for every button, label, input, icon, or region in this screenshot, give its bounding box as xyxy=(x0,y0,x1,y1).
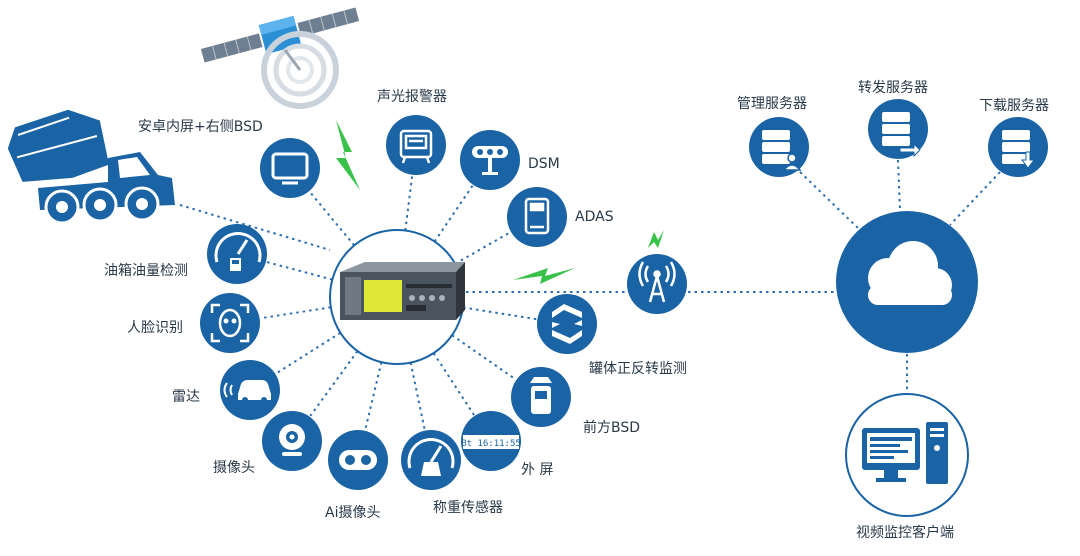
bolt-icon xyxy=(513,268,575,284)
label-ext-screen: 外 屏 xyxy=(521,462,554,478)
adas-node xyxy=(507,187,567,247)
bolt-icon xyxy=(336,120,360,190)
weight-node xyxy=(401,430,461,490)
download-server-node xyxy=(988,117,1048,177)
label-download-server: 下载服务器 xyxy=(979,98,1049,114)
link-mgmt xyxy=(799,171,861,231)
cloud-node xyxy=(836,211,978,353)
label-client: 视频监控客户端 xyxy=(856,525,954,541)
dsm-camera-icon xyxy=(472,146,508,175)
signal-tower-node xyxy=(627,254,687,314)
link-weight xyxy=(409,362,426,430)
client-node xyxy=(845,393,969,517)
link-camera xyxy=(309,350,359,417)
cloud-icon xyxy=(868,241,952,305)
link-radar xyxy=(275,331,341,375)
satellite-icon xyxy=(200,7,360,109)
weight-gauge-icon xyxy=(407,437,455,476)
face-node xyxy=(200,293,260,353)
label-drum: 罐体正反转监测 xyxy=(589,361,687,377)
alarm-node xyxy=(386,115,446,175)
wireless-bolt-icons xyxy=(336,120,664,284)
label-alarm: 声光报警器 xyxy=(377,89,447,105)
radar-node xyxy=(220,360,280,420)
bsd-camera-icon xyxy=(530,377,552,414)
alarm-speaker-icon xyxy=(399,129,433,164)
dvr-device-icon xyxy=(340,262,465,320)
link-adas xyxy=(454,231,511,265)
led-display-icon: Bt 16:11:55 xyxy=(461,435,521,449)
front-bsd-node xyxy=(511,367,571,427)
dsm-node xyxy=(460,130,520,190)
bolt-icon xyxy=(648,230,664,248)
mgmt-server-node xyxy=(749,117,809,177)
label-relay-server: 转发服务器 xyxy=(858,80,928,96)
drum-node xyxy=(537,294,597,354)
link-front-bsd xyxy=(451,334,517,381)
signal-tower-icon xyxy=(638,261,676,303)
face-recognition-icon xyxy=(210,303,250,343)
label-android-screen: 安卓内屏+右侧BSD xyxy=(138,119,263,135)
camera-node xyxy=(262,411,322,471)
link-drum xyxy=(463,306,537,321)
label-adas: ADAS xyxy=(575,209,614,225)
link-relay xyxy=(897,159,901,211)
connection-lines xyxy=(179,159,1001,431)
link-fuel xyxy=(266,261,333,281)
fuel-node xyxy=(207,224,267,284)
link-ai-camera xyxy=(364,361,383,431)
fuel-gauge-icon xyxy=(214,231,262,271)
led-display-text: Bt 16:11:55 xyxy=(461,439,521,449)
label-weight: 称重传感器 xyxy=(433,500,503,516)
ai-camera-node xyxy=(328,430,388,490)
rotation-arrows-icon xyxy=(552,304,582,344)
adas-camera-icon xyxy=(524,197,550,235)
link-dsm xyxy=(433,185,474,243)
ext-screen-node: Bt 16:11:55 xyxy=(461,411,521,471)
ai-camera-icon xyxy=(339,450,377,470)
server-arrows-icon xyxy=(882,112,921,158)
label-radar: 雷达 xyxy=(172,389,200,405)
link-download xyxy=(949,171,1001,226)
radar-car-icon xyxy=(223,380,271,403)
mixer-truck-icon xyxy=(7,109,175,225)
label-front-bsd: 前方BSD xyxy=(583,420,641,436)
label-face: 人脸识别 xyxy=(127,320,183,336)
label-dsm: DSM xyxy=(528,156,560,172)
relay-server-node xyxy=(868,99,928,159)
webcam-icon xyxy=(279,424,305,456)
android-screen-node xyxy=(260,138,320,198)
server-people-icon xyxy=(762,130,802,171)
server-download-icon xyxy=(1002,130,1035,169)
link-android-screen xyxy=(309,191,355,247)
label-camera: 摄像头 xyxy=(213,460,255,476)
link-alarm xyxy=(404,175,414,231)
label-ai-camera: Ai摄像头 xyxy=(325,505,381,521)
terminal-device xyxy=(329,229,465,365)
desktop-computer-icon xyxy=(862,422,948,484)
monitor-icon xyxy=(271,152,309,185)
label-fuel: 油箱油量检测 xyxy=(104,263,188,279)
link-face xyxy=(260,306,331,320)
link-truck xyxy=(179,204,331,251)
link-ext-screen xyxy=(432,352,475,416)
label-mgmt-server: 管理服务器 xyxy=(737,96,807,112)
